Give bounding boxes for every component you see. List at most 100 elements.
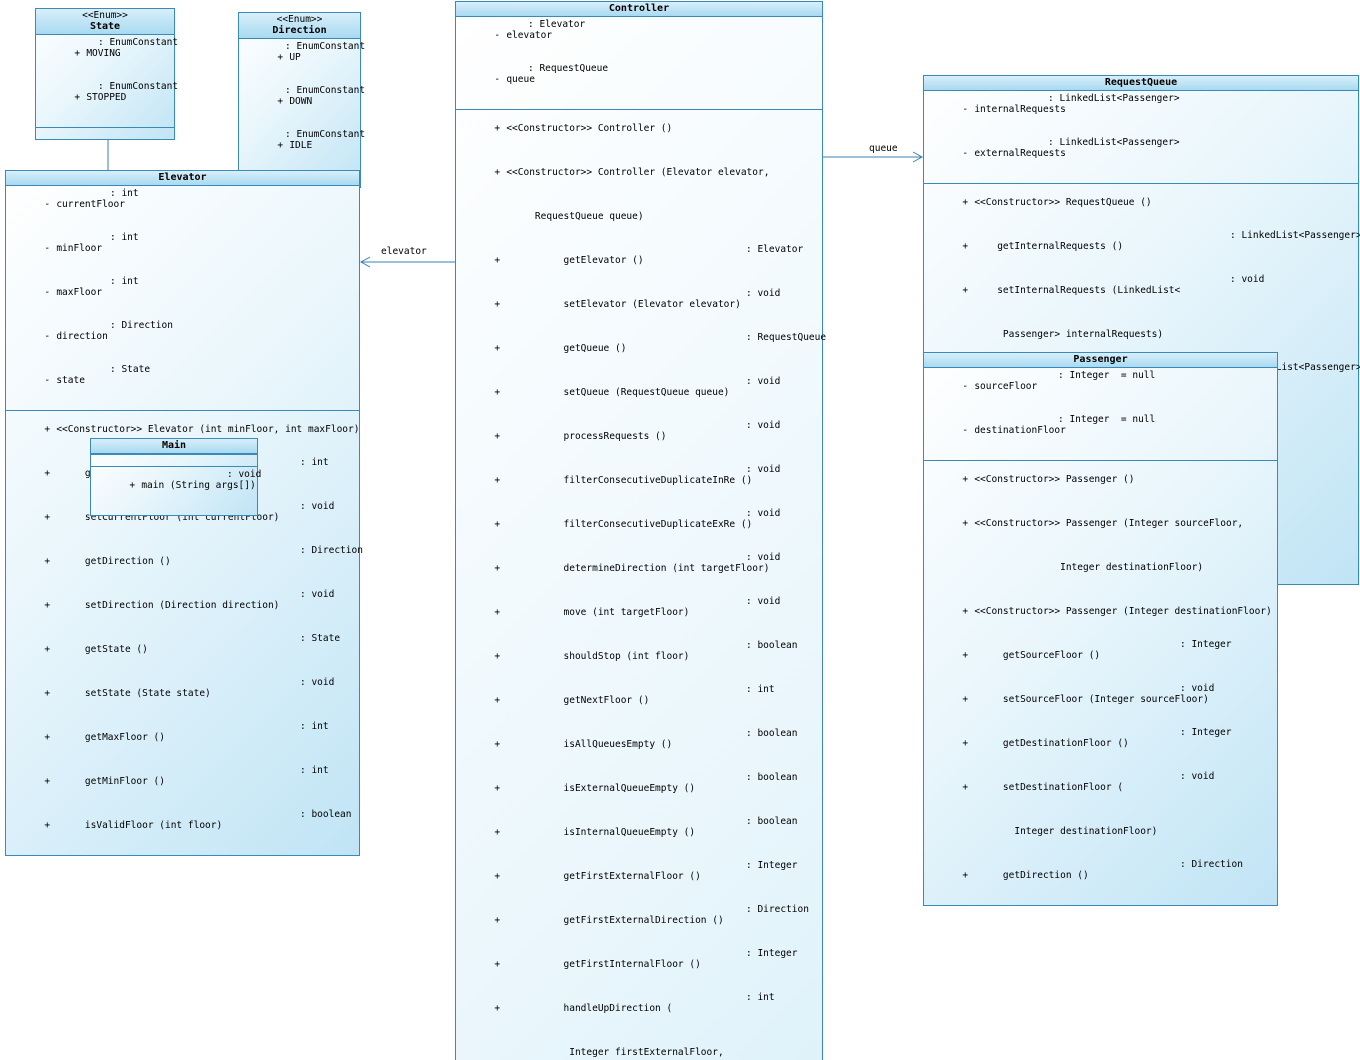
attribute-row: -queue : RequestQueue (460, 63, 822, 107)
class-name: Direction (272, 25, 327, 36)
method-row: + determineDirection (int targetFloor) :… (460, 552, 822, 596)
method-row: + getFirstExternalFloor () : Integer (460, 860, 822, 904)
member-text: UP (289, 52, 301, 63)
member-type: : Integer (1180, 639, 1232, 650)
member-text: queue (506, 74, 535, 85)
visibility-marker: + (494, 739, 501, 750)
visibility-marker: - (962, 425, 969, 436)
class-passenger[interactable]: Passenger -sourceFloor : Integer = null … (923, 352, 1278, 906)
visibility-marker: + (494, 123, 501, 134)
attribute-row: +MOVING : EnumConstant (40, 37, 178, 81)
visibility-marker: + (494, 959, 501, 970)
member-text: shouldStop (int floor) (506, 651, 690, 662)
method-row: + getFirstExternalDirection () : Directi… (460, 904, 822, 948)
visibility-marker: + (277, 52, 284, 63)
method-row: + filterConsecutiveDuplicateExRe () : vo… (460, 508, 822, 552)
class-direction[interactable]: <<Enum>> Direction + UP : EnumConstant +D… (238, 12, 365, 188)
member-text: Passenger> internalRequests) (974, 329, 1164, 340)
method-row: +main (String args[]) : void (95, 469, 261, 513)
method-row: + getInternalRequests () : LinkedList<Pa… (928, 230, 1360, 274)
member-type: : Integer (746, 860, 798, 871)
member-type: : void (746, 376, 781, 387)
member-text: getElevator () (506, 255, 644, 266)
stereotype-label: <<Enum>> (276, 14, 323, 25)
methods-compartment: +main (String args[]) : void (91, 466, 261, 515)
visibility-marker: - (44, 331, 51, 342)
class-header: RequestQueue (924, 76, 1358, 91)
method-row: + getMinFloor () : int (10, 765, 359, 809)
member-text: setCurrentFloor (int currentFloor) (56, 512, 280, 523)
member-text: maxFloor (56, 287, 103, 298)
method-row: + processRequests () : void (460, 420, 822, 464)
class-state[interactable]: <<Enum>> State +MOVING : EnumConstant +S… (35, 8, 179, 140)
member-type: : EnumConstant (285, 41, 366, 52)
attribute-row: -destinationFloor : Integer = null (928, 414, 1277, 458)
method-row: + setQueue (RequestQueue queue) : void (460, 376, 822, 420)
member-type: : Elevator (528, 19, 586, 30)
member-type: : Integer (1180, 727, 1232, 738)
visibility-marker: + (44, 600, 51, 611)
class-name: Main (161, 440, 187, 451)
member-text: <<Constructor>> Passenger (Integer sourc… (974, 518, 1244, 529)
stereotype-label: <<Enum>> (82, 10, 128, 21)
visibility-marker: + (962, 606, 969, 617)
member-type: : int (746, 992, 775, 1003)
member-type: : int (300, 765, 329, 776)
visibility-marker: + (277, 140, 284, 151)
attribute-row: -sourceFloor : Integer = null (928, 370, 1277, 414)
association-controller-elevator (359, 256, 455, 268)
member-text: getFirstInternalFloor () (506, 959, 701, 970)
member-type: : int (300, 721, 329, 732)
member-type: : EnumConstant (98, 81, 179, 92)
member-type: : boolean (746, 772, 798, 783)
member-type: : void (746, 288, 781, 299)
visibility-marker: + (44, 512, 51, 523)
method-row: + setDirection (Direction direction) : v… (10, 589, 359, 633)
methods-compartment (36, 127, 174, 139)
class-header: Main (91, 439, 257, 454)
visibility-marker: + (494, 871, 501, 882)
member-text: isExternalQueueEmpty () (506, 783, 696, 794)
member-text: getState () (56, 644, 148, 655)
attributes-compartment: -internalRequests : LinkedList<Passenger… (924, 91, 1358, 183)
diagram-canvas: { "diagram": { "colors": { "box_border":… (5, 1, 1360, 1060)
edge-label-elevator: elevator (381, 246, 427, 257)
class-main[interactable]: Main +main (String args[]) : void (90, 438, 261, 516)
member-type: : int (746, 684, 775, 695)
visibility-marker: + (494, 1003, 501, 1014)
member-type: : LinkedList<Passenger> (1230, 230, 1360, 241)
member-text: move (int targetFloor) (506, 607, 690, 618)
member-type: : Integer = null (1058, 370, 1156, 381)
member-text: sourceFloor (974, 381, 1038, 392)
visibility-marker: + (962, 197, 969, 208)
class-header: <<Enum>> State (36, 9, 174, 35)
attribute-row: +DOWN : EnumConstant (243, 85, 365, 129)
member-type: : void (746, 552, 781, 563)
member-type: : State (300, 633, 341, 644)
visibility-marker: + (494, 607, 501, 618)
visibility-marker: + (44, 732, 51, 743)
method-row: + setSourceFloor (Integer sourceFloor) :… (928, 683, 1277, 727)
edge-label-queue: queue (869, 143, 898, 154)
method-row: + getSourceFloor () : Integer (928, 639, 1277, 683)
member-type: : LinkedList<Passenger> (1048, 93, 1180, 104)
methods-compartment: +<<Constructor>> Passenger () +<<Constru… (924, 460, 1277, 905)
visibility-marker: + (494, 475, 501, 486)
member-type: : Integer (746, 948, 798, 959)
class-controller[interactable]: Controller -elevator : Elevator -queue :… (455, 1, 826, 1060)
member-type: : void (227, 469, 262, 480)
visibility-marker: + (44, 644, 51, 655)
attribute-row: -maxFloor : int (10, 276, 359, 320)
member-type: : int (110, 188, 139, 199)
method-row: +<<Constructor>> Passenger (Integer dest… (928, 595, 1277, 639)
visibility-marker: - (44, 243, 51, 254)
visibility-marker: + (494, 783, 501, 794)
visibility-marker: + (44, 688, 51, 699)
member-text: getDestinationFloor () (974, 738, 1129, 749)
visibility-marker: + (129, 480, 136, 491)
method-row: Integer destinationFloor) (928, 815, 1277, 859)
member-text: setInternalRequests (LinkedList< (974, 285, 1181, 296)
member-type: : Elevator (746, 244, 804, 255)
member-type: : LinkedList<Passenger> (1048, 137, 1180, 148)
member-text: state (56, 375, 85, 386)
